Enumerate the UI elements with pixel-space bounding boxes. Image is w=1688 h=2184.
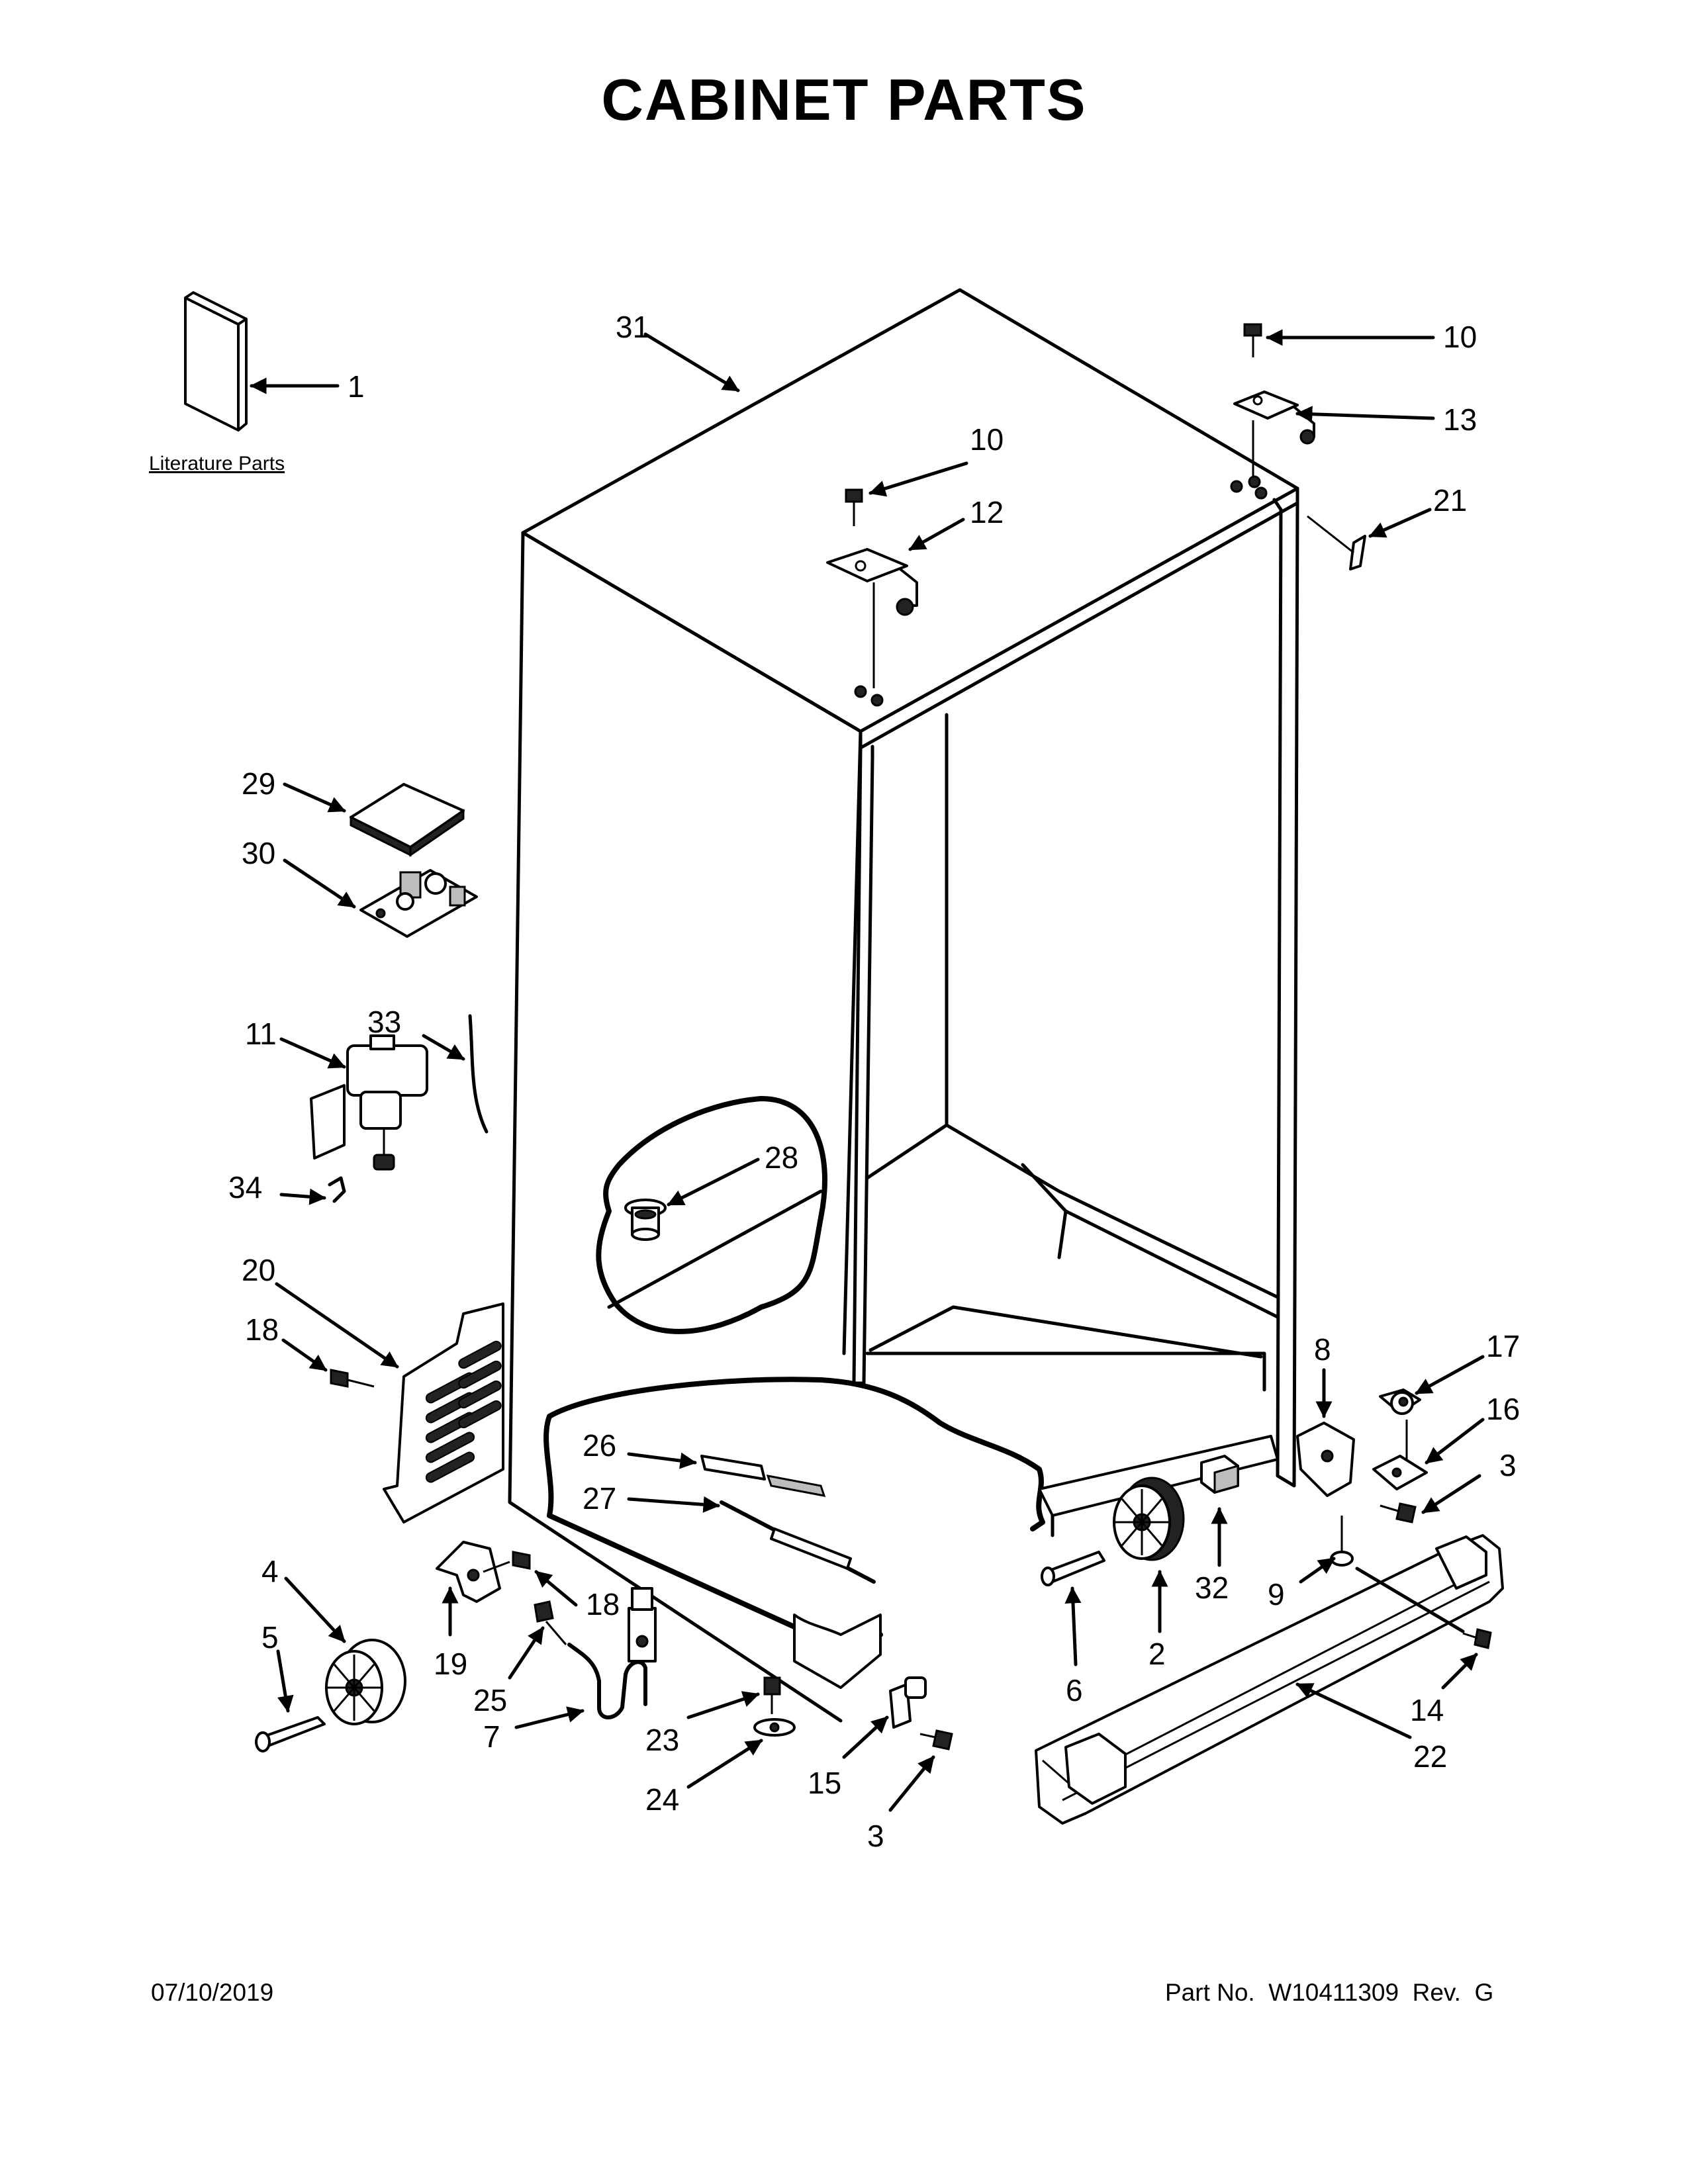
water-valve[interactable] <box>310 1034 428 1171</box>
literature-parts-label: Literature Parts <box>149 453 285 475</box>
print-date: 07/10/2019 <box>151 1979 274 2006</box>
callout-8: 8 <box>1314 1332 1331 1367</box>
callout-33: 33 <box>367 1005 401 1039</box>
center-hinge-bracket[interactable] <box>826 548 918 616</box>
base-rail-screw[interactable] <box>1462 1628 1492 1649</box>
leveling-leg-bracket[interactable] <box>1296 1422 1355 1497</box>
callout-10-right: 10 <box>1443 320 1477 354</box>
callout-28: 28 <box>765 1140 798 1175</box>
leveling-bracket[interactable] <box>436 1541 501 1603</box>
callout-12: 12 <box>970 495 1004 529</box>
callout-7: 7 <box>483 1719 500 1754</box>
cutaway-window <box>596 1096 827 1334</box>
grille-screw-left[interactable] <box>330 1369 375 1388</box>
callout-10-center: 10 <box>970 422 1004 457</box>
callout-31: 31 <box>616 310 649 344</box>
callout-9: 9 <box>1268 1577 1285 1612</box>
callout-18-left: 18 <box>245 1312 279 1347</box>
center-hinge-screw[interactable] <box>845 488 863 526</box>
drain-hose[interactable] <box>567 1587 657 1719</box>
hinge-pin-bracket[interactable] <box>1372 1420 1428 1490</box>
callout-5: 5 <box>261 1620 279 1655</box>
callout-16: 16 <box>1486 1392 1520 1426</box>
callout-23: 23 <box>645 1723 679 1757</box>
roller-bracket-center[interactable] <box>889 1676 927 1729</box>
callout-29: 29 <box>242 766 275 801</box>
callout-20: 20 <box>242 1253 275 1287</box>
foam-pad[interactable] <box>1200 1455 1239 1494</box>
bracket-screw[interactable] <box>483 1551 531 1573</box>
callout-14: 14 <box>1410 1693 1444 1727</box>
right-roller-wheel[interactable] <box>1113 1477 1185 1561</box>
callout-32: 32 <box>1195 1570 1229 1605</box>
left-roller-wheel[interactable] <box>325 1639 406 1725</box>
callout-numbers: 1 31 10 12 10 13 21 29 30 33 11 34 28 20… <box>228 310 1520 1853</box>
callout-27: 27 <box>583 1481 616 1516</box>
leveler-foot[interactable] <box>753 1718 796 1737</box>
callout-3-right: 3 <box>1499 1448 1517 1482</box>
callout-21: 21 <box>1433 483 1467 518</box>
callout-30: 30 <box>242 836 275 870</box>
callout-6: 6 <box>1066 1673 1083 1707</box>
heater-tube[interactable] <box>700 1455 826 1497</box>
callout-4: 4 <box>261 1554 279 1588</box>
callout-24: 24 <box>645 1782 679 1817</box>
callout-17: 17 <box>1486 1329 1520 1363</box>
bracket-screw-center[interactable] <box>919 1729 953 1751</box>
leader-lines <box>250 329 1485 1812</box>
callout-13: 13 <box>1443 402 1477 437</box>
base-rail[interactable] <box>1035 1534 1504 1825</box>
callout-19: 19 <box>434 1647 467 1681</box>
callout-1: 1 <box>348 369 365 404</box>
control-board[interactable] <box>359 869 478 938</box>
callout-26: 26 <box>583 1428 616 1463</box>
lower-cutaway <box>543 1377 1279 1651</box>
callout-15: 15 <box>808 1766 841 1800</box>
leveler-screw[interactable] <box>763 1676 781 1714</box>
literature-booklet[interactable] <box>184 291 248 432</box>
cabinet-body <box>508 288 1299 1723</box>
callout-18-center: 18 <box>586 1587 620 1621</box>
right-roller-axle[interactable] <box>1041 1551 1105 1586</box>
page-title: CABINET PARTS <box>601 67 1087 132</box>
valve-clip[interactable] <box>328 1176 346 1203</box>
callout-2: 2 <box>1149 1637 1166 1671</box>
drain-fitting[interactable] <box>624 1199 667 1241</box>
door-stop-clip[interactable] <box>1349 535 1366 570</box>
water-tube-wire[interactable] <box>468 1014 489 1134</box>
callout-3-bottom: 3 <box>867 1819 884 1853</box>
part-number: Part No. W10411309 Rev. G <box>1165 1979 1494 2006</box>
toe-grille[interactable] <box>383 1302 504 1524</box>
bracket-screw-right[interactable] <box>1380 1502 1417 1524</box>
callout-34: 34 <box>228 1170 262 1205</box>
top-right-hinge-screw[interactable] <box>1243 323 1262 357</box>
callout-22: 22 <box>1413 1739 1447 1774</box>
left-roller-axle[interactable] <box>255 1716 326 1752</box>
cabinet-base-trough <box>793 1614 882 1689</box>
top-right-hinge-bracket[interactable] <box>1233 390 1315 445</box>
callout-11: 11 <box>245 1017 277 1051</box>
control-cover[interactable] <box>350 783 465 857</box>
drain-screw[interactable] <box>534 1600 567 1645</box>
door-closer-cam[interactable] <box>1379 1388 1421 1415</box>
drain-rod[interactable] <box>720 1500 876 1584</box>
callout-25: 25 <box>473 1683 507 1717</box>
